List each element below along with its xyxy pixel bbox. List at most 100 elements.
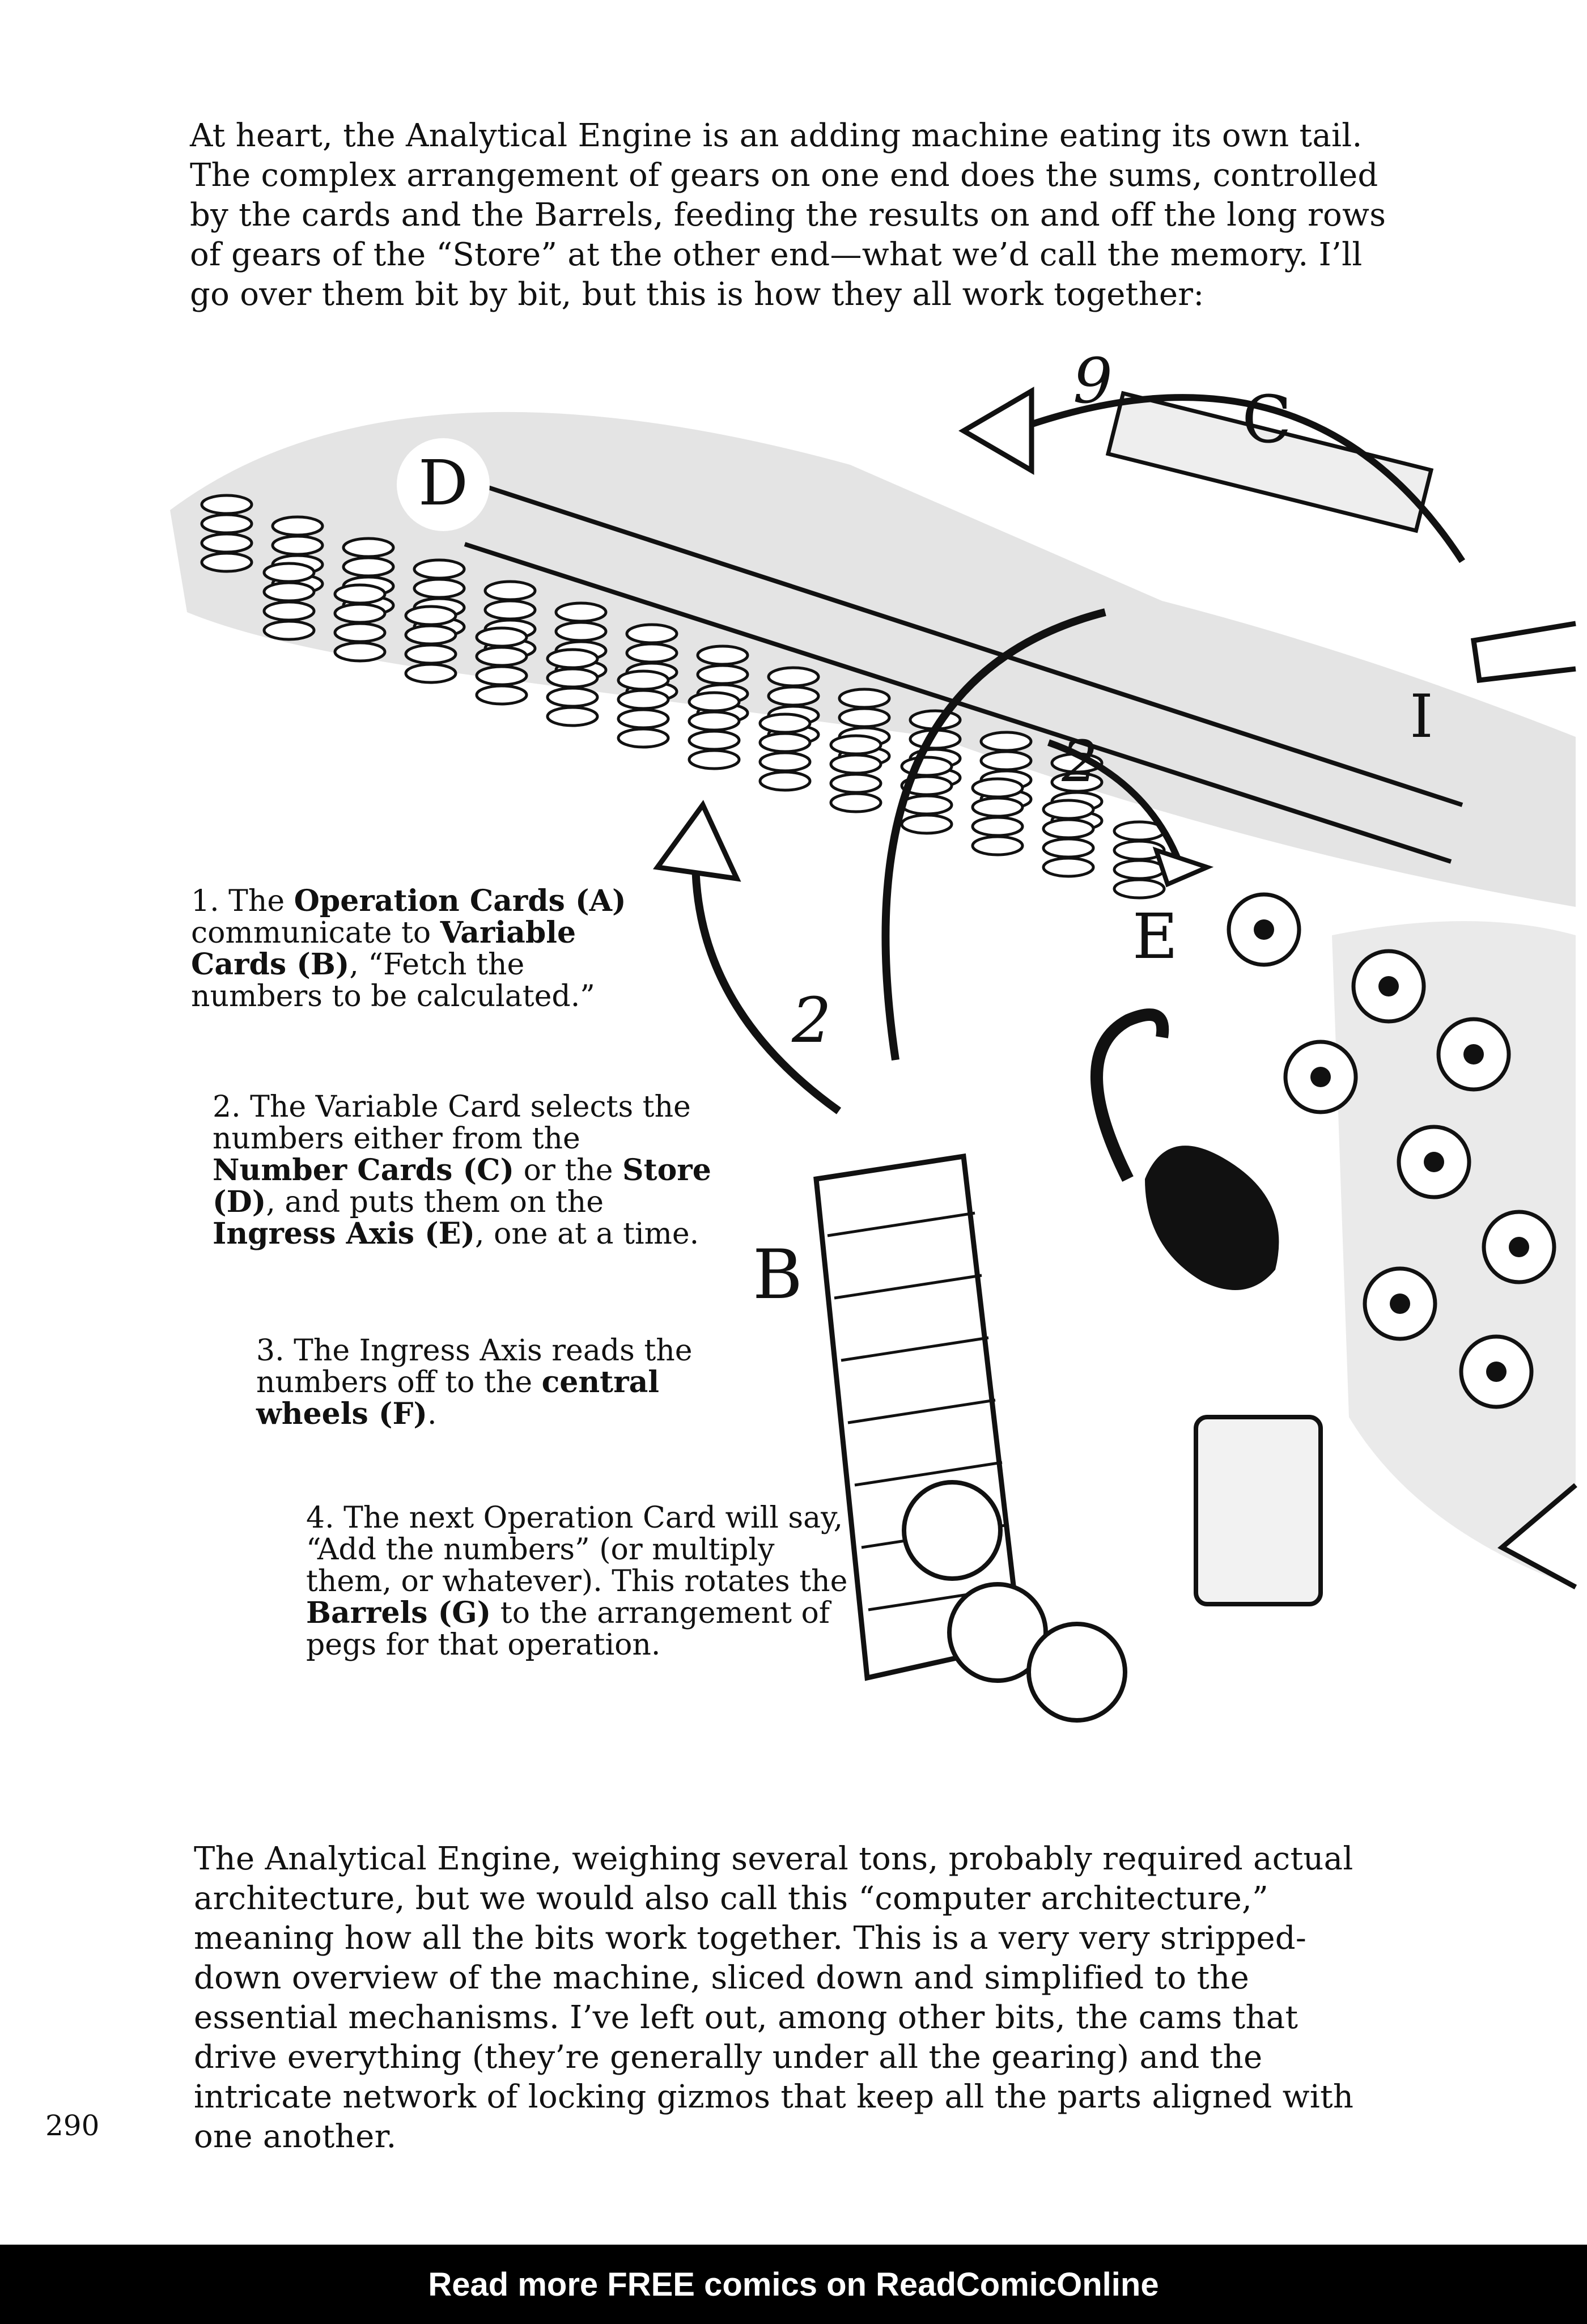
- store-gear: [200, 552, 253, 573]
- arrow-9-curve: [996, 394, 1466, 563]
- store-gear: [413, 558, 466, 580]
- store-gear: [475, 646, 528, 667]
- store-gear: [900, 794, 953, 816]
- store-gear: [900, 813, 953, 835]
- drive-gear: [1026, 1622, 1127, 1723]
- card-fold-line: [847, 1398, 996, 1424]
- store-gear: [758, 751, 812, 773]
- step-bold-term: Barrels (G): [306, 1596, 491, 1630]
- mill-shadow-wash: [1332, 921, 1576, 1587]
- step-text-run: communicate to: [191, 916, 440, 950]
- step-text-run: to the arrangement of pegs for that oper…: [306, 1596, 830, 1662]
- store-gear: [1042, 799, 1095, 820]
- store-gear: [404, 624, 457, 646]
- step-1-caption: 1. The Operation Cards (A) communicate t…: [191, 884, 644, 1013]
- store-gear: [688, 749, 741, 770]
- store-gear: [475, 684, 528, 706]
- store-gear: [617, 708, 670, 730]
- store-gear: [342, 556, 395, 578]
- cat-body: [1145, 1146, 1279, 1290]
- step-bold-term: Variable Cards (B): [191, 915, 576, 982]
- step-text-run: 2. The Variable Card selects the numbers…: [213, 1090, 691, 1156]
- step-bold-term: Operation Cards (A): [294, 884, 626, 918]
- mill-gear-hub: [1424, 1152, 1444, 1172]
- store-gear: [546, 648, 599, 669]
- store-gear: [971, 777, 1024, 799]
- store-gear: [483, 599, 537, 621]
- store-gear: [546, 706, 599, 727]
- mill-gear-hub: [1509, 1237, 1529, 1257]
- store-gear: [271, 535, 324, 556]
- mill-gear-hub: [1463, 1044, 1484, 1065]
- label-i: I: [1410, 682, 1433, 751]
- store-gear: [546, 667, 599, 689]
- label-c: C: [1242, 382, 1292, 458]
- store-gear: [838, 688, 891, 709]
- store-gear: [200, 494, 253, 515]
- store-gear: [838, 707, 891, 728]
- store-gear: [829, 773, 882, 794]
- drive-gear: [947, 1582, 1048, 1683]
- store-gear: [829, 753, 882, 775]
- store-gear: [1113, 859, 1166, 880]
- store-gear: [1113, 878, 1166, 900]
- store-gear: [554, 601, 608, 623]
- step-text-run: 1. The: [191, 884, 294, 918]
- store-gear: [625, 623, 678, 644]
- store-gear: [625, 642, 678, 664]
- arrow-9-head: [958, 387, 1034, 475]
- store-gear: [758, 770, 812, 792]
- store-gear: [200, 513, 253, 535]
- store-gear: [767, 666, 820, 688]
- arrow-right-bottom: [1497, 1483, 1577, 1589]
- store-gear: [1042, 856, 1095, 878]
- store-gear: [333, 641, 387, 663]
- step-text-run: or the: [514, 1153, 623, 1188]
- store-gear: [688, 691, 741, 713]
- card-fold-line: [834, 1274, 982, 1300]
- store-gear: [829, 792, 882, 813]
- card-fold-line: [854, 1461, 1003, 1487]
- label-e: E: [1132, 900, 1178, 973]
- footer-banner-link[interactable]: Read more FREE comics on ReadComicOnline: [0, 2245, 1587, 2324]
- store-gear: [829, 734, 882, 756]
- store-gear: [333, 622, 387, 643]
- machine-drawing: [170, 387, 1577, 1723]
- store-gear: [262, 562, 316, 583]
- drive-gear: [902, 1480, 1003, 1581]
- store-gear: [262, 620, 316, 641]
- card-fold-line: [827, 1211, 975, 1237]
- store-shadow-wash: [170, 412, 1576, 907]
- store-gear: [404, 643, 457, 665]
- card-fold-line: [841, 1336, 989, 1362]
- store-gear: [413, 578, 466, 599]
- store-gear: [758, 713, 812, 734]
- step-bold-term: Ingress Axis (E): [213, 1216, 475, 1251]
- mill-gear-hub: [1486, 1362, 1507, 1382]
- store-gear: [979, 750, 1033, 771]
- store-gear: [971, 835, 1024, 856]
- store-gear: [979, 731, 1033, 752]
- step-text-run: , one at a time.: [474, 1217, 699, 1251]
- barrel: [1194, 1415, 1323, 1606]
- store-gear: [262, 581, 316, 603]
- store-gear: [696, 644, 749, 666]
- arrow-number-left: 2: [791, 984, 831, 1057]
- store-gear: [200, 532, 253, 554]
- store-gear: [617, 689, 670, 710]
- outro-paragraph: The Analytical Engine, weighing several …: [194, 1840, 1354, 2155]
- step-bold-term: central wheels (F): [256, 1365, 660, 1431]
- mill-gear-hub: [1310, 1067, 1331, 1087]
- label-b: B: [753, 1236, 803, 1314]
- arrow-number-middle: 2: [1061, 728, 1098, 795]
- store-gear: [404, 605, 457, 626]
- store-gear: [404, 663, 457, 684]
- step-text-run: 4. The next Operation Card will say, “Ad…: [306, 1501, 848, 1598]
- store-gear: [475, 626, 528, 648]
- store-gear: [696, 664, 749, 685]
- step-4-caption: 4. The next Operation Card will say, “Ad…: [306, 1502, 862, 1661]
- intro-paragraph: At heart, the Analytical Engine is an ad…: [190, 117, 1386, 313]
- label-d-disc: [397, 438, 490, 531]
- step-text-run: 3. The Ingress Axis reads the numbers of…: [256, 1334, 693, 1400]
